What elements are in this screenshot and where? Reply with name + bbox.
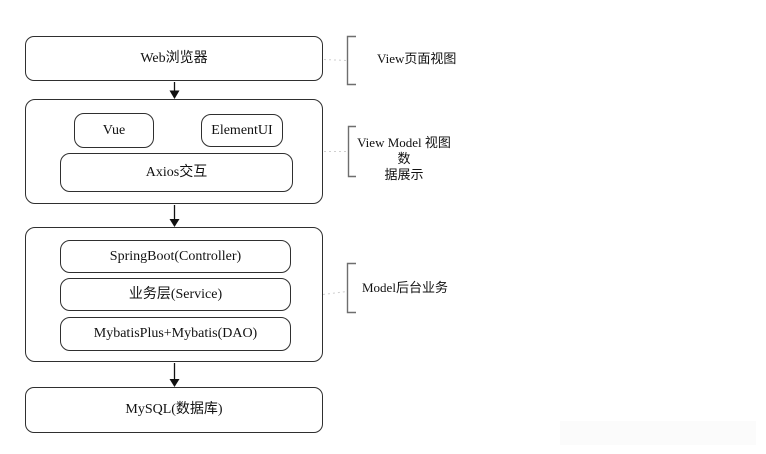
leader-model [322,291,347,295]
bracket-view [346,35,356,86]
node-axios: Axios交互 [60,153,293,192]
watermark-area [560,421,756,445]
node-springboot: SpringBoot(Controller) [60,240,291,273]
leader-view [323,59,347,61]
arrow-viewmodel-to-model [169,205,180,227]
arrow-browser-to-viewmodel [169,82,180,99]
annotation-view-model-line2: 据展示 [384,167,424,182]
node-elementui-label: ElementUI [211,122,273,138]
annotation-view-model: View Model 视图数 据展示 [351,135,457,183]
node-axios-label: Axios交互 [145,164,208,180]
node-elementui: ElementUI [201,114,283,147]
arrow-model-to-mysql [169,363,180,387]
annotation-view-model-line1: View Model 视图数 [357,135,451,166]
node-service-label: 业务层(Service) [128,286,223,302]
container-view-model: Vue ElementUI Axios交互 [25,99,323,204]
node-mysql-label: MySQL(数据库) [125,402,223,418]
node-web-browser: Web浏览器 [25,36,323,81]
node-mysql: MySQL(数据库) [25,387,323,433]
node-vue: Vue [74,113,154,148]
node-mybatis-label: MybatisPlus+Mybatis(DAO) [93,326,258,342]
node-vue-label: Vue [102,122,126,138]
container-model: SpringBoot(Controller) 业务层(Service) Myba… [25,227,323,362]
node-service: 业务层(Service) [60,278,291,311]
node-web-browser-label: Web浏览器 [140,50,208,66]
node-mybatis: MybatisPlus+Mybatis(DAO) [60,317,291,351]
annotation-view: View页面视图 [377,51,457,66]
annotation-model: Model后台业务 [362,280,448,295]
bracket-model [346,262,356,314]
node-springboot-label: SpringBoot(Controller) [109,248,242,264]
